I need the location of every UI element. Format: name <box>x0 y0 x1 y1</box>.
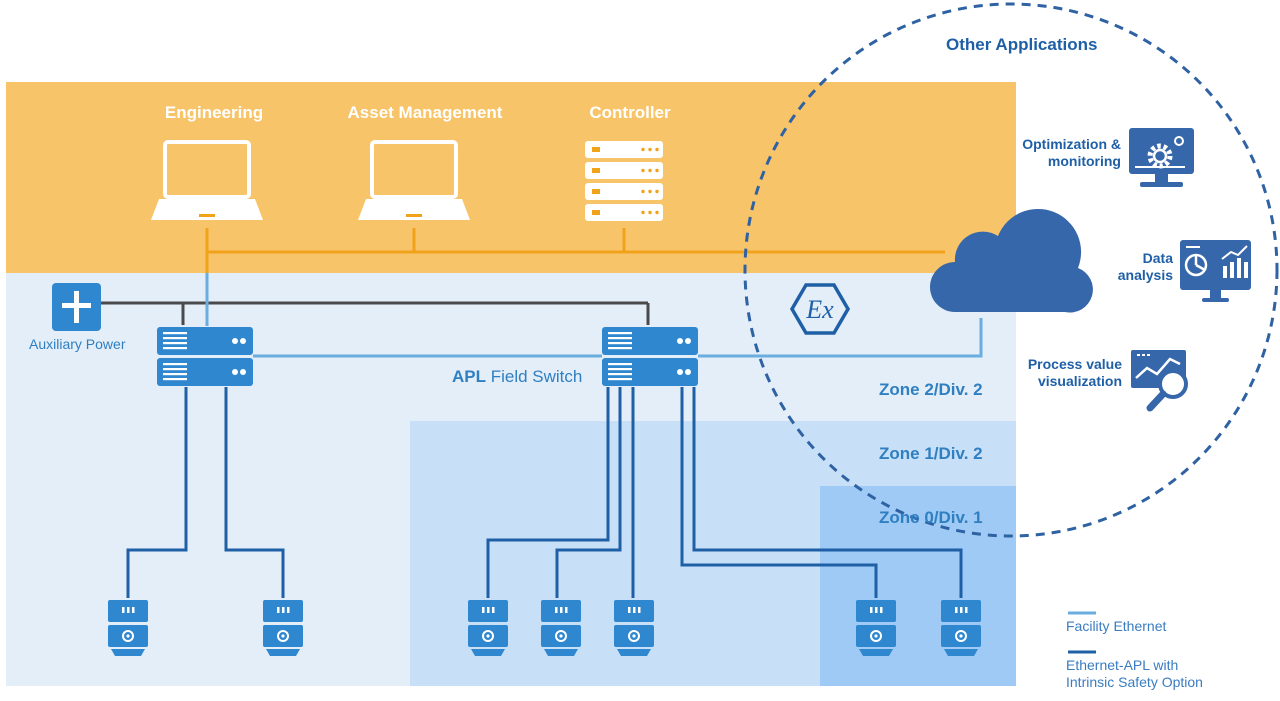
apl-field-switch-right-icon <box>602 327 698 386</box>
engineering-label: Engineering <box>164 103 264 122</box>
ex-symbol-text: Ex <box>805 295 834 324</box>
field-switch-label-rest: Field Switch <box>486 367 583 386</box>
legend-facility-label: Facility Ethernet <box>1066 618 1167 634</box>
controller-server-icon <box>585 141 663 221</box>
other-applications-boundary <box>743 2 1279 538</box>
apl-field-switch-left-icon <box>157 327 253 386</box>
ex-hazard-icon: Ex <box>789 283 851 335</box>
zone2-label: Zone 2/Div. 2 <box>879 380 983 399</box>
process-value-visualization-label: Process value visualization <box>1027 356 1122 389</box>
auxiliary-power-line <box>100 301 650 325</box>
field-switch-label: APL Field Switch <box>452 367 582 387</box>
field-switch-label-bold: APL <box>452 367 486 386</box>
asset-management-label: Asset Management <box>347 103 503 122</box>
field-device-icon <box>941 600 981 656</box>
data-analysis-label: Data analysis <box>1117 250 1173 283</box>
control-level-band <box>6 82 1016 273</box>
field-device-icon <box>541 600 581 656</box>
facility-ethernet-lines <box>205 273 983 358</box>
field-device-icon <box>468 600 508 656</box>
zone0-label: Zone 0/Div. 1 <box>879 508 983 527</box>
field-device-icon <box>263 600 303 656</box>
controller-label: Controller <box>589 103 671 122</box>
cloud-icon <box>930 208 1093 313</box>
field-device-icon <box>108 600 148 656</box>
optimization-monitoring-label: Optimization & monitoring <box>1022 136 1121 169</box>
analytics-dashboard-icon <box>1180 240 1251 302</box>
asset-management-laptop-icon <box>358 140 470 220</box>
zone1-label: Zone 1/Div. 2 <box>879 444 983 463</box>
field-device-icon <box>856 600 896 656</box>
magnifier-chart-icon <box>1131 350 1188 412</box>
other-applications-title: Other Applications <box>946 35 1098 54</box>
auxiliary-power-icon <box>52 283 101 331</box>
engineering-laptop-icon <box>151 140 263 220</box>
legend-apl-label: Ethernet-APL with Intrinsic Safety Optio… <box>1066 657 1203 690</box>
auxiliary-power-label: Auxiliary Power <box>29 336 126 352</box>
field-device-icon <box>614 600 654 656</box>
apl-lines <box>126 387 963 598</box>
monitor-gear-icon <box>1129 128 1194 187</box>
control-bus <box>205 228 945 273</box>
